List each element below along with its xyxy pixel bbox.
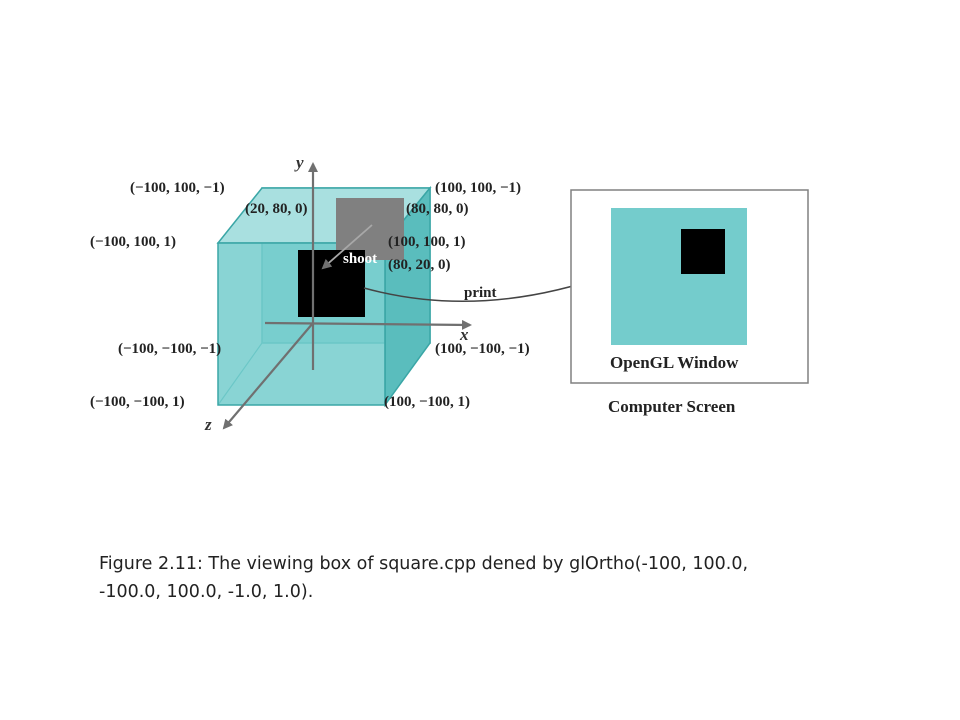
label-square-bottom-right: (80, 20, 0) — [388, 257, 451, 273]
opengl-window-label: OpenGL Window — [610, 353, 739, 372]
shoot-arrow — [321, 224, 373, 270]
label-top-left-back: (−100, 100, −1) — [130, 180, 225, 196]
print-label: print — [464, 285, 497, 301]
caption-line-2: -100.0, 100.0, -1.0, 1.0). — [99, 582, 314, 602]
viewing-box-diagram: shoot print y x z (−100, 100, −1) (100, … — [90, 153, 809, 434]
label-top-right-front: (100, 100, 1) — [388, 234, 466, 250]
caption-line-1: Figure 2.11: The viewing box of square.c… — [99, 554, 749, 574]
label-square-top-right: (80, 80, 0) — [406, 201, 469, 217]
x-axis — [264, 319, 472, 330]
label-bottom-left-back: (−100, −100, −1) — [118, 341, 221, 357]
z-axis-label: z — [204, 415, 212, 434]
z-axis — [222, 322, 314, 430]
label-bottom-right-front: (100, −100, 1) — [384, 394, 470, 410]
label-square-top-left: (20, 80, 0) — [245, 201, 308, 217]
y-axis-label: y — [294, 153, 304, 172]
opengl-window — [611, 208, 747, 345]
label-bottom-left-front: (−100, −100, 1) — [90, 394, 185, 410]
figure-caption: Figure 2.11: The viewing box of square.c… — [99, 550, 879, 606]
computer-screen: OpenGL Window Computer Screen — [570, 189, 809, 416]
projected-square — [336, 198, 404, 260]
label-bottom-right-back: (100, −100, −1) — [435, 341, 530, 357]
shoot-label: shoot — [343, 251, 377, 267]
label-top-right-back: (100, 100, −1) — [435, 180, 521, 196]
computer-screen-label: Computer Screen — [608, 397, 736, 416]
x-axis-label: x — [459, 325, 469, 344]
label-top-left-front: (−100, 100, 1) — [90, 234, 176, 250]
rendered-square — [681, 229, 725, 274]
